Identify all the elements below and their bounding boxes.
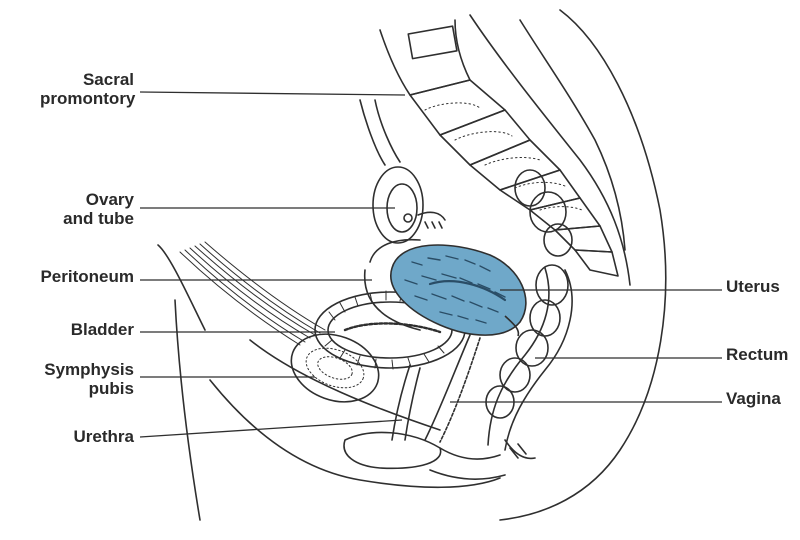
label-urethra: Urethra xyxy=(40,427,134,446)
label-bladder: Bladder xyxy=(40,320,134,339)
tube-suspension xyxy=(360,100,385,165)
label-rectum: Rectum xyxy=(726,345,788,364)
label-symphysis-line2: pubis xyxy=(20,379,134,398)
label-symphysis-pubis: Symphysis pubis xyxy=(20,360,134,398)
label-ovary-line1: Ovary xyxy=(40,190,134,209)
label-peritoneum: Peritoneum xyxy=(20,267,134,286)
vertebra-stipple xyxy=(425,103,582,210)
label-sacral-promontory: Sacral promontory xyxy=(40,70,134,108)
posterior-skin-outline xyxy=(500,10,666,520)
pelvic-floor-curve xyxy=(250,340,440,430)
abdominal-wall-outline xyxy=(158,245,205,330)
label-uterus: Uterus xyxy=(726,277,780,296)
label-sacral-line2: promontory xyxy=(40,89,134,108)
label-symphysis-line1: Symphysis xyxy=(20,360,134,379)
sacral-back-outline xyxy=(470,15,630,285)
vagina-wall-back xyxy=(440,338,480,442)
label-sacral-line1: Sacral xyxy=(40,70,134,89)
label-vagina: Vagina xyxy=(726,389,781,408)
label-ovary-line2: and tube xyxy=(40,209,134,228)
abdominal-muscle xyxy=(180,242,325,345)
sacrum-vertebrae xyxy=(380,20,618,276)
anal-sphincter xyxy=(505,440,535,458)
leader-sacral xyxy=(140,92,405,95)
label-ovary-and-tube: Ovary and tube xyxy=(40,190,134,228)
perineum-outline xyxy=(210,380,500,487)
anterior-thigh-outline xyxy=(175,300,200,520)
symphysis xyxy=(282,323,388,414)
